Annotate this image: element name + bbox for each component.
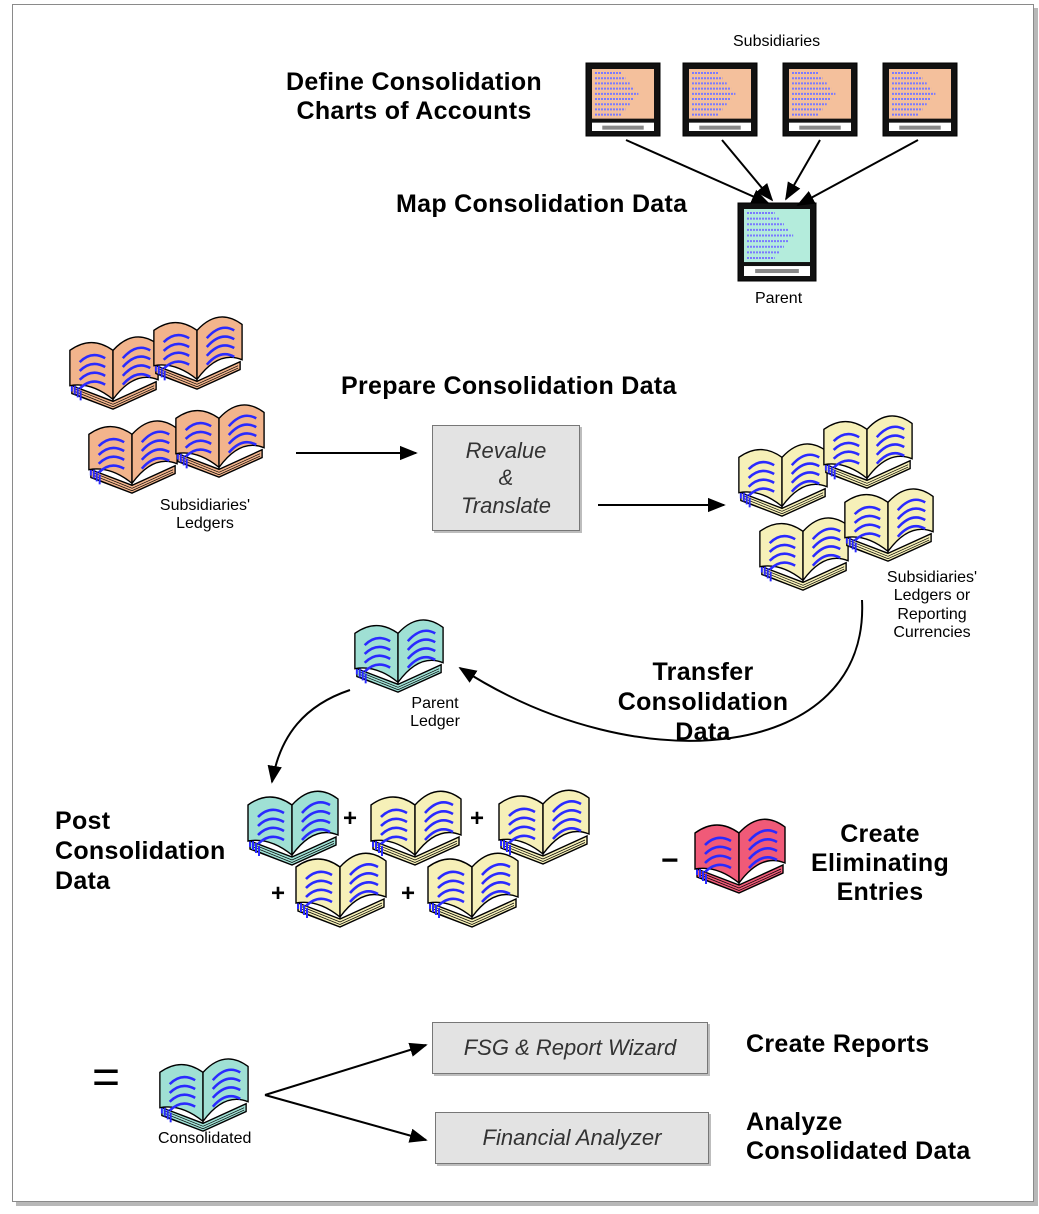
arrow-to-fsg bbox=[264, 1042, 428, 1096]
arrow-sub4-to-parent bbox=[796, 139, 919, 206]
translated-ledger-book-2 bbox=[823, 415, 913, 489]
financial-analyzer-box: Financial Analyzer bbox=[435, 1112, 709, 1164]
step-prepare-consolidation-data: Prepare Consolidation Data bbox=[341, 372, 677, 400]
post-sub-book-2 bbox=[498, 789, 590, 865]
plus-operator-4: + bbox=[401, 880, 416, 907]
post-sub-book-3 bbox=[295, 852, 387, 928]
translated-ledger-book-4 bbox=[844, 488, 934, 562]
subsidiary-monitor-2 bbox=[682, 62, 758, 137]
arrow-sub1-to-parent bbox=[625, 139, 770, 204]
label-parent: Parent bbox=[755, 290, 803, 307]
label-parent-ledger: Parent Ledger bbox=[410, 695, 460, 731]
step-create-reports: Create Reports bbox=[746, 1030, 930, 1058]
arrow-sub2-to-parent bbox=[721, 139, 774, 202]
subsidiary-monitor-3 bbox=[782, 62, 858, 137]
translated-ledger-book-1 bbox=[738, 443, 828, 517]
arrow-transfer-curve bbox=[458, 599, 864, 742]
step-analyze-consolidated-data: Analyze Consolidated Data bbox=[746, 1108, 971, 1165]
label-subsidiaries-ledgers-reporting-currencies: Subsidiaries' Ledgers or Reporting Curre… bbox=[886, 569, 978, 642]
translated-ledger-book-3 bbox=[759, 517, 849, 591]
post-sub-book-1 bbox=[370, 790, 462, 866]
arrow-to-analyzer bbox=[264, 1094, 428, 1143]
eliminating-entries-book bbox=[694, 818, 786, 894]
subsidiary-monitor-1 bbox=[585, 62, 661, 137]
arrow-sub3-to-parent bbox=[785, 139, 821, 201]
consolidated-book bbox=[159, 1058, 249, 1132]
step-transfer-consolidation-data: Transfer Consolidation Data bbox=[617, 658, 789, 746]
subsidiary-ledger-book-1 bbox=[69, 336, 159, 410]
step-map-consolidation-data: Map Consolidation Data bbox=[396, 190, 688, 218]
equals-operator: = bbox=[92, 1051, 121, 1104]
parent-monitor bbox=[737, 202, 817, 282]
post-parent-book bbox=[247, 790, 339, 866]
minus-operator: − bbox=[661, 844, 679, 877]
subsidiary-monitor-4 bbox=[882, 62, 958, 137]
fsg-report-wizard-box: FSG & Report Wizard bbox=[432, 1022, 708, 1074]
post-sub-book-4 bbox=[427, 852, 519, 928]
label-subsidiaries-ledgers: Subsidiaries' Ledgers bbox=[159, 497, 251, 533]
label-consolidated: Consolidated bbox=[158, 1130, 252, 1147]
subsidiary-ledger-book-2 bbox=[153, 316, 243, 390]
plus-operator-2: + bbox=[470, 805, 485, 832]
subsidiary-ledger-book-3 bbox=[88, 420, 178, 494]
label-subsidiaries: Subsidiaries bbox=[733, 33, 821, 50]
arrow-parent-to-post bbox=[267, 689, 351, 784]
step-post-consolidation-data: Post Consolidation Data bbox=[55, 807, 226, 895]
step-create-eliminating-entries: Create Eliminating Entries bbox=[810, 820, 950, 906]
parent-ledger-book bbox=[354, 619, 444, 693]
step-define-charts-of-accounts: Define Consolidation Charts of Accounts bbox=[286, 68, 542, 125]
plus-operator-3: + bbox=[271, 880, 286, 907]
subsidiary-ledger-book-4 bbox=[175, 404, 265, 478]
plus-operator-1: + bbox=[343, 805, 358, 832]
revalue-translate-box: Revalue & Translate bbox=[432, 425, 580, 531]
diagram-frame bbox=[12, 4, 1034, 1202]
